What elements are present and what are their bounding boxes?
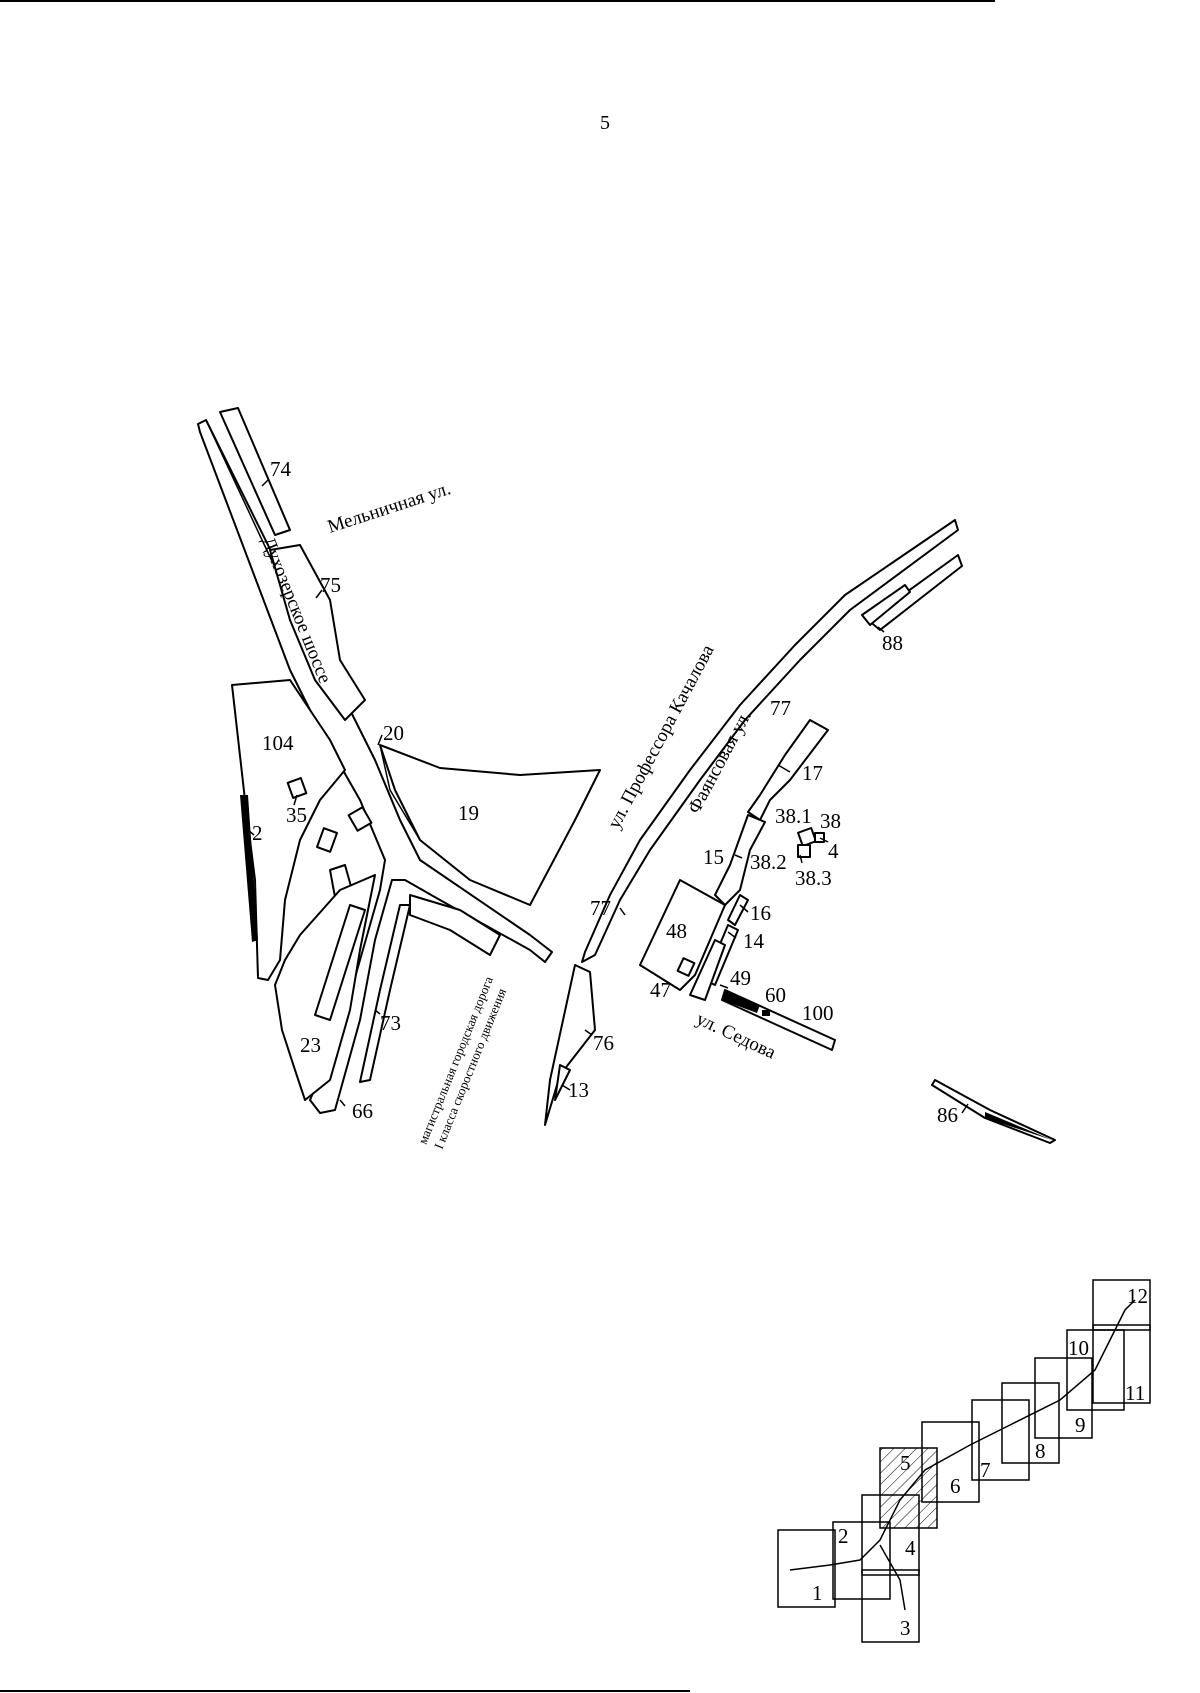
label-plot-104: 104 xyxy=(262,731,294,755)
label-plot-77-lower: 77 xyxy=(590,896,611,920)
label-plot-47: 47 xyxy=(650,978,671,1002)
building-b xyxy=(347,806,373,832)
road-kachalova xyxy=(581,519,959,963)
label-plot-17: 17 xyxy=(802,761,823,785)
label-plot-100: 100 xyxy=(802,1001,834,1025)
plot-19 xyxy=(379,744,601,906)
label-plot-2: 2 xyxy=(252,821,263,845)
plot-4 xyxy=(814,832,825,843)
plot-35 xyxy=(286,777,308,799)
street-melnichnaya: Мельничная ул. xyxy=(325,478,453,538)
plot-74 xyxy=(219,407,291,536)
label-plot-48: 48 xyxy=(666,919,687,943)
label-plot-14: 14 xyxy=(743,929,765,953)
label-plot-16: 16 xyxy=(750,901,771,925)
plot-75 xyxy=(269,544,366,721)
index-label-8: 8 xyxy=(1035,1439,1046,1463)
index-label-7: 7 xyxy=(980,1458,991,1482)
plot-15 xyxy=(714,814,766,906)
index-label-4: 4 xyxy=(905,1536,916,1560)
index-sheet-1 xyxy=(777,1529,836,1608)
plot-86 xyxy=(931,1079,1056,1144)
index-route-branch xyxy=(879,1544,906,1611)
label-plot-20: 20 xyxy=(383,721,404,745)
page-number: 5 xyxy=(600,112,610,134)
label-plot-77-upper: 77 xyxy=(770,696,791,720)
index-sheet-12 xyxy=(1092,1279,1151,1331)
plot-49 xyxy=(689,939,726,1001)
label-plot-38-1: 38.1 xyxy=(775,804,812,828)
label-plot-73: 73 xyxy=(380,1011,401,1035)
label-plot-88: 88 xyxy=(882,631,903,655)
index-sheet-11 xyxy=(1092,1324,1151,1404)
label-plot-49: 49 xyxy=(730,966,751,990)
index-label-3: 3 xyxy=(900,1616,911,1640)
index-label-5: 5 xyxy=(900,1451,911,1475)
label-plot-38-3: 38.3 xyxy=(795,866,832,890)
plot-2-strip xyxy=(240,795,258,942)
index-label-2: 2 xyxy=(838,1524,849,1548)
index-label-1: 1 xyxy=(812,1581,823,1605)
plot-60-mark xyxy=(762,1010,770,1016)
index-route-line xyxy=(789,1299,1136,1571)
plot-highway-east xyxy=(409,894,501,956)
label-plot-13: 13 xyxy=(568,1078,589,1102)
plot-88 xyxy=(861,584,911,626)
road-fayansovaya-strip xyxy=(867,554,963,631)
index-map: 1 2 3 4 5 6 7 8 9 10 11 12 xyxy=(777,1279,1151,1643)
index-label-12: 12 xyxy=(1127,1284,1148,1308)
plot-48 xyxy=(639,879,726,991)
label-plot-74: 74 xyxy=(270,457,292,481)
label-plot-35: 35 xyxy=(286,803,307,827)
label-plot-4: 4 xyxy=(828,839,839,863)
plot-47-building xyxy=(676,957,696,977)
label-plot-86: 86 xyxy=(937,1103,958,1127)
plot-60 xyxy=(722,990,760,1013)
index-sheet-3 xyxy=(861,1569,920,1643)
building-a xyxy=(316,827,338,853)
leader-lines xyxy=(247,479,969,1114)
label-plot-38-2: 38.2 xyxy=(750,850,787,874)
plot-20-edge xyxy=(379,744,471,881)
label-plot-38: 38 xyxy=(820,809,841,833)
plot-38-3 xyxy=(797,844,811,858)
label-plot-76: 76 xyxy=(593,1031,614,1055)
plot-104 xyxy=(231,679,346,981)
plot-38-1 xyxy=(797,827,817,847)
label-plot-66: 66 xyxy=(352,1099,373,1123)
index-sheet-6 xyxy=(921,1421,980,1503)
label-plot-15: 15 xyxy=(703,845,724,869)
plot-86-fill xyxy=(985,1112,1052,1140)
index-sheet-9 xyxy=(1034,1357,1093,1439)
label-plot-60: 60 xyxy=(765,983,786,1007)
index-sheet-8 xyxy=(1001,1382,1060,1464)
label-plot-23: 23 xyxy=(300,1033,321,1057)
index-sheet-7 xyxy=(971,1399,1030,1481)
index-label-9: 9 xyxy=(1075,1413,1086,1437)
label-plot-19: 19 xyxy=(458,801,479,825)
street-fayansovaya: Фаянсовая ул. xyxy=(684,707,756,817)
index-label-10: 10 xyxy=(1068,1336,1089,1360)
index-sheet-5 xyxy=(879,1447,938,1529)
index-label-11: 11 xyxy=(1125,1381,1145,1405)
building-23 xyxy=(314,904,366,1021)
plot-16 xyxy=(727,894,749,926)
index-label-6: 6 xyxy=(950,1474,961,1498)
label-plot-75: 75 xyxy=(320,573,341,597)
